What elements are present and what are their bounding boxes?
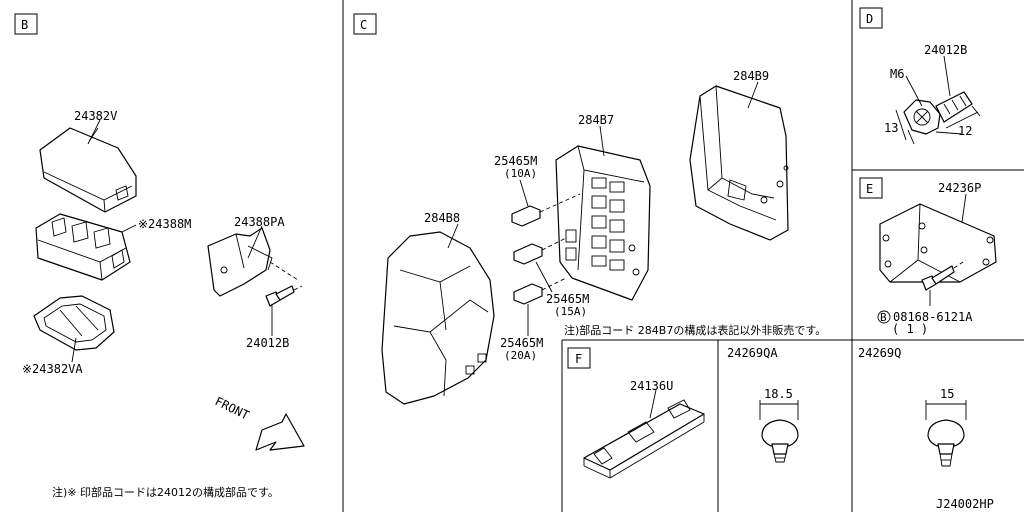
label-dim-15: 15 <box>940 387 954 401</box>
label-24382v: 24382V <box>74 109 117 123</box>
cover-284b8-drawing <box>381 231 495 405</box>
svg-text:B: B <box>21 18 28 32</box>
label-dim-12: 12 <box>958 124 972 138</box>
bolt-24012b-d-drawing <box>895 91 981 145</box>
note-c: 注)部品コード 284B7の構成は表記以外非販売です。 <box>564 323 826 337</box>
section-label-c: C <box>353 13 377 35</box>
label-284b8: 284B8 <box>424 211 460 225</box>
svg-text:D: D <box>866 12 873 26</box>
label-25465m-10a: 25465M <box>494 154 537 168</box>
bolt-circle-b-icon <box>877 310 891 324</box>
clip-24269qa-drawing <box>759 400 799 463</box>
label-front: FRONT <box>213 394 252 422</box>
box-24388m-drawing <box>35 213 131 281</box>
tray-24382va-drawing <box>33 295 115 351</box>
front-arrow-drawing <box>255 413 305 451</box>
label-24388pa: 24388PA <box>234 215 285 229</box>
section-label-e: E <box>859 177 883 199</box>
label-24012b-b: 24012B <box>246 336 289 350</box>
label-24382va: ※24382VA <box>22 362 83 376</box>
bracket-24388pa-drawing <box>207 227 299 297</box>
svg-text:F: F <box>575 352 582 366</box>
label-25465m-20a: 25465M <box>500 336 543 350</box>
clip-24269q-drawing <box>925 400 967 467</box>
label-m6: M6 <box>890 67 904 81</box>
svg-text:E: E <box>866 182 873 196</box>
leaders-e <box>929 193 967 306</box>
note-b: 注)※ 印部品コードは24012の構成部品です。 <box>52 485 279 499</box>
label-24012b-d: 24012B <box>924 43 967 57</box>
fuse-10a-drawing <box>511 193 581 227</box>
section-dividers <box>342 0 1024 512</box>
section-label-f: F <box>567 347 591 369</box>
leaders-b <box>71 119 273 363</box>
label-284b7: 284B7 <box>578 113 614 127</box>
label-24236p: 24236P <box>938 181 981 195</box>
label-24388m: ※24388M <box>138 217 191 231</box>
fuse-15a-drawing <box>513 237 567 265</box>
leaders-d <box>905 55 951 107</box>
label-bolt-qty: ( 1 ) <box>892 322 928 336</box>
junction-block-284b7-drawing <box>555 145 651 301</box>
fuse-20a-drawing <box>513 277 567 305</box>
label-amp-15a: (15A) <box>554 305 587 318</box>
label-bolt-circle: B <box>880 311 887 324</box>
svg-text:C: C <box>360 18 367 32</box>
label-24136u: 24136U <box>630 379 673 393</box>
label-24269qa: 24269QA <box>727 346 778 360</box>
diagram-id: J24002HP <box>936 497 994 511</box>
label-bolt-code: 08168-6121A <box>893 310 973 324</box>
leader-24136u <box>649 389 657 419</box>
bracket-24236p-drawing <box>879 203 997 283</box>
section-label-d: D <box>859 7 883 29</box>
label-amp-20a: (20A) <box>504 349 537 362</box>
label-24269q: 24269Q <box>858 346 901 360</box>
bolt-24012b-b-drawing <box>265 285 303 307</box>
cover-24382v-drawing <box>39 127 137 213</box>
label-284b9: 284B9 <box>733 69 769 83</box>
label-dim-18-5: 18.5 <box>764 387 793 401</box>
bracket-284b9-drawing <box>689 85 789 241</box>
leaders-c <box>447 81 759 336</box>
clip-24136u-drawing <box>583 399 705 479</box>
label-amp-10a: (10A) <box>504 167 537 180</box>
section-label-b: B <box>14 13 38 35</box>
label-dim-13: 13 <box>884 121 898 135</box>
label-25465m-15a: 25465M <box>546 292 589 306</box>
bolt-08168-drawing <box>921 259 967 291</box>
